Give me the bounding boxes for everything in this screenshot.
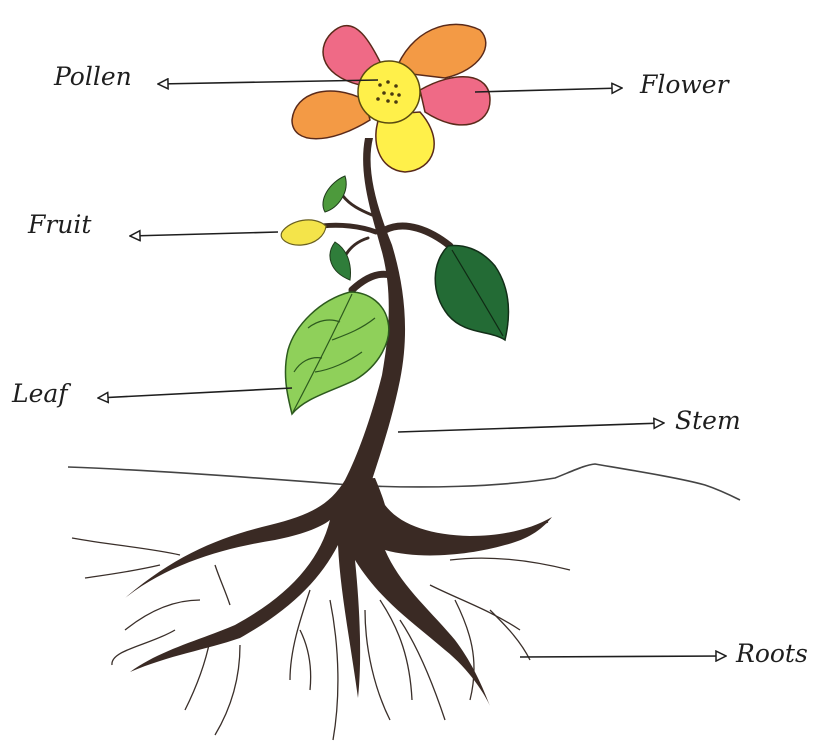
stem-label: Stem — [675, 408, 741, 433]
leaf-pointer — [98, 388, 292, 398]
pollen-label: Pollen — [54, 64, 132, 89]
roots-pointer — [520, 656, 726, 657]
flower — [292, 24, 490, 172]
petal-pink-right — [420, 77, 490, 125]
leaf-label: Leaf — [12, 381, 68, 406]
pollen-pointer — [158, 80, 378, 84]
fruit-shape — [281, 220, 326, 245]
small-leaf-bottom — [330, 242, 350, 280]
roots-label: Roots — [736, 641, 808, 666]
ground-line — [68, 464, 740, 500]
fruit-label: Fruit — [28, 212, 91, 237]
small-leaf-top — [323, 176, 346, 212]
flower-pointer — [475, 88, 622, 92]
flower-center — [358, 61, 420, 123]
flower-label: Flower — [640, 72, 729, 97]
fruit-pointer — [130, 232, 278, 236]
roots — [125, 478, 552, 706]
stem-pointer — [398, 423, 664, 432]
